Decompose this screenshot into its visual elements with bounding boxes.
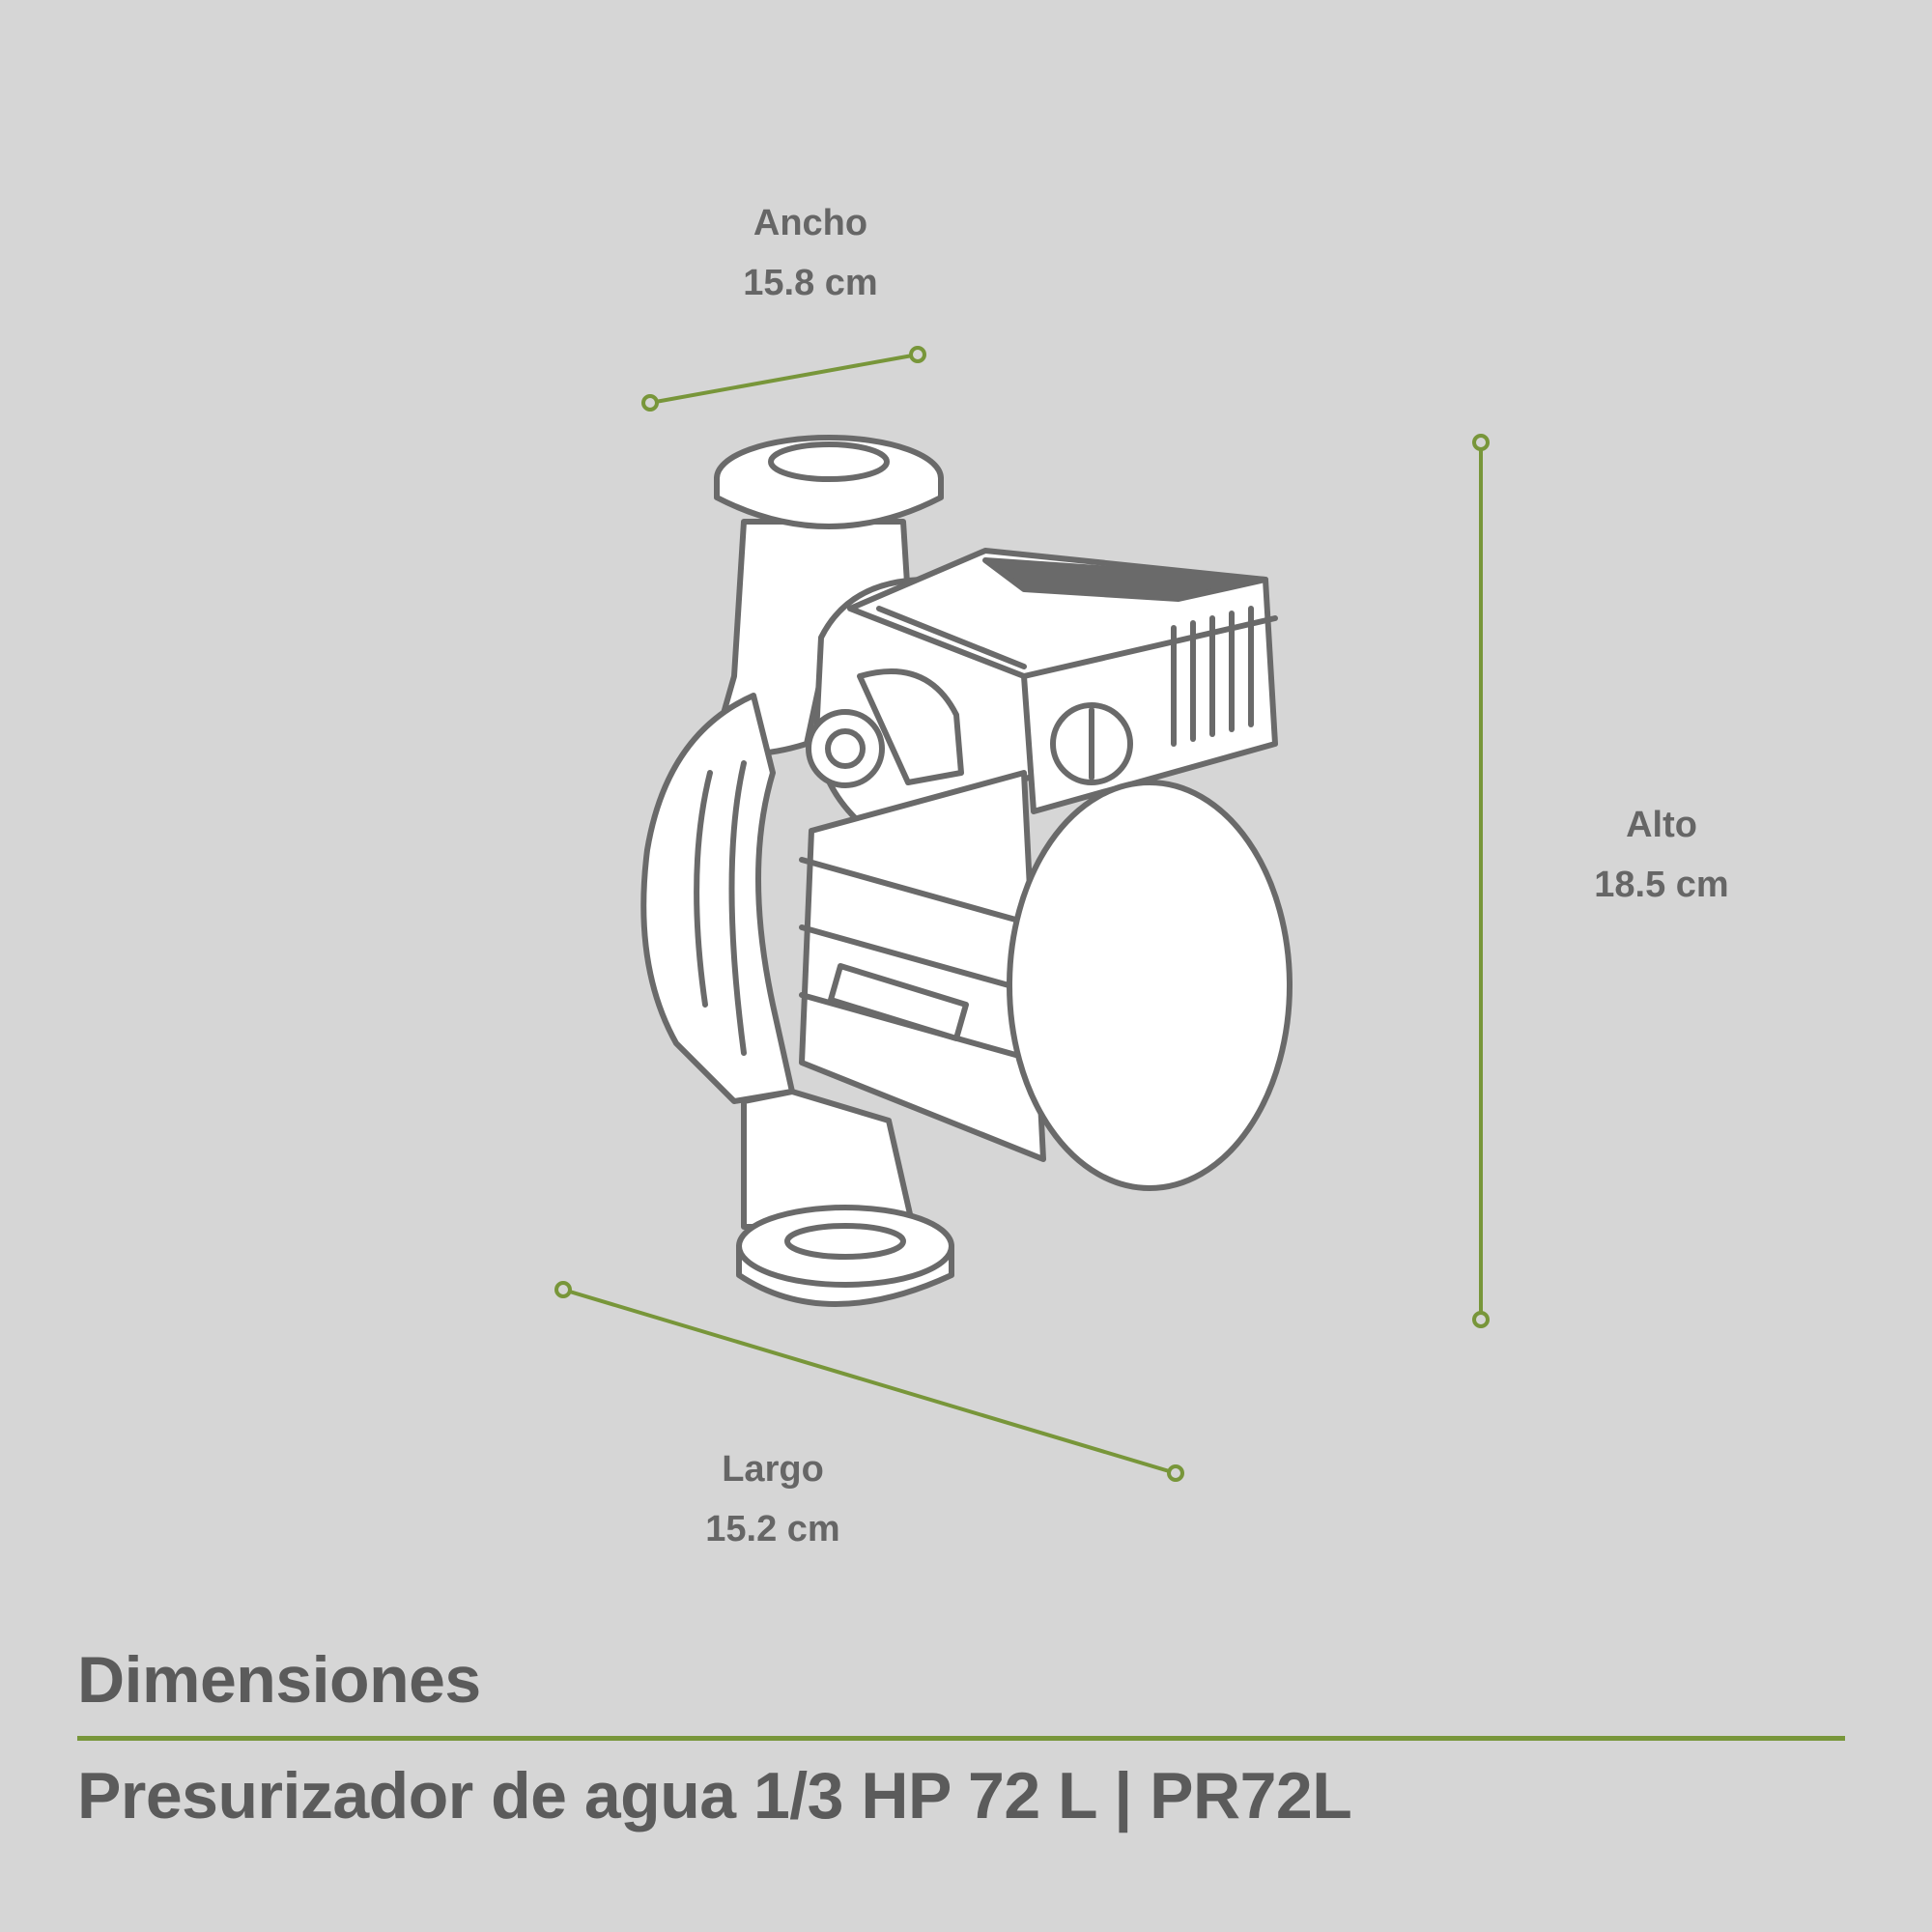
alto-label: Alto 18.5 cm <box>1517 795 1806 915</box>
dimension-line-largo <box>554 1281 1184 1482</box>
dimension-line-ancho <box>641 346 926 412</box>
water-pump-icon <box>640 435 1293 1307</box>
largo-label: Largo 15.2 cm <box>628 1439 918 1559</box>
title-divider <box>77 1736 1845 1741</box>
ancho-value: 15.8 cm <box>743 263 878 303</box>
dimension-line-alto <box>1472 434 1490 1328</box>
largo-title: Largo <box>722 1449 824 1490</box>
alto-value: 18.5 cm <box>1594 865 1729 905</box>
product-subtitle: Presurizador de agua 1/3 HP 72 L | PR72L <box>77 1759 1352 1833</box>
alto-title: Alto <box>1626 805 1697 845</box>
largo-value: 15.2 cm <box>705 1509 840 1549</box>
page-title: Dimensiones <box>77 1643 481 1717</box>
ancho-label: Ancho 15.8 cm <box>666 193 955 313</box>
ancho-title: Ancho <box>753 203 868 243</box>
